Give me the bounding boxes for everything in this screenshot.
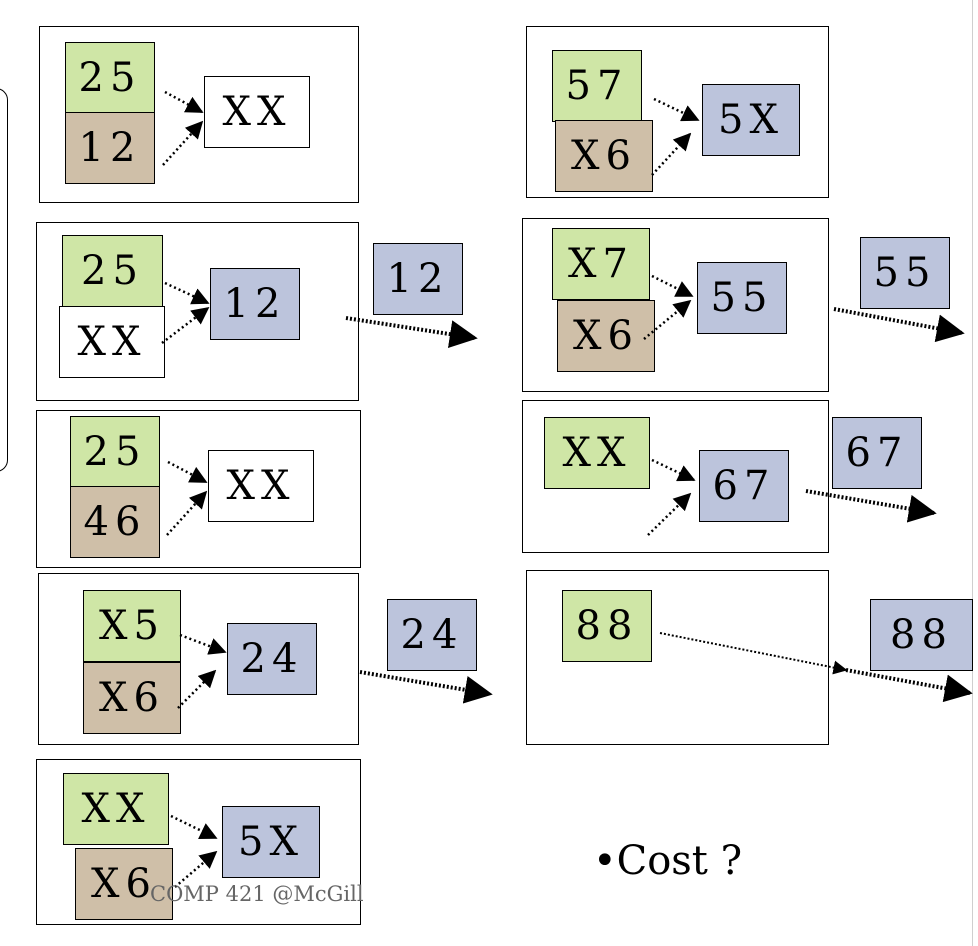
input-page-run2: 12 <box>65 112 155 184</box>
cost-question: •Cost ? <box>593 838 743 884</box>
input-page-run1: 88 <box>562 590 652 662</box>
flush-arrow <box>845 668 973 703</box>
input-page-run1: 57 <box>552 50 642 122</box>
input-page-run2: X6 <box>555 120 653 192</box>
input-page-run2: X6 <box>557 300 655 372</box>
output-buffer: 5X <box>702 84 800 156</box>
flushed-output-page: 12 <box>373 243 463 315</box>
output-buffer: 55 <box>697 262 787 334</box>
flushed-output-page: 67 <box>832 417 922 489</box>
flushed-output-page: 24 <box>387 599 477 671</box>
input-page-run1: XX <box>63 773 169 845</box>
input-page-run1: 25 <box>65 42 155 114</box>
input-page-run1: X5 <box>83 590 181 662</box>
input-page-run2: X6 <box>75 848 173 920</box>
input-page-run2: 46 <box>70 486 160 558</box>
flushed-output-page: 55 <box>860 237 950 309</box>
output-buffer: XX <box>208 450 314 522</box>
input-page-run1: X7 <box>552 228 650 300</box>
left-panel-edge <box>0 88 8 472</box>
output-buffer: XX <box>204 76 310 148</box>
output-buffer: 5X <box>222 806 320 878</box>
input-page-run2: XX <box>59 306 165 378</box>
flush-arrow <box>833 307 965 343</box>
flush-arrow <box>345 316 478 348</box>
input-page-run1: XX <box>544 417 650 489</box>
flush-arrow <box>359 670 493 704</box>
input-page-run2: X6 <box>83 662 181 734</box>
input-page-run1: 25 <box>70 416 160 488</box>
output-buffer: 12 <box>210 268 300 340</box>
right-edge-line <box>972 0 973 946</box>
footer-credit: COMP 421 @McGill <box>150 882 364 906</box>
flushed-output-page: 88 <box>870 599 973 671</box>
output-buffer: 24 <box>227 623 317 695</box>
output-buffer: 67 <box>699 450 789 522</box>
input-page-run1: 25 <box>62 235 163 307</box>
